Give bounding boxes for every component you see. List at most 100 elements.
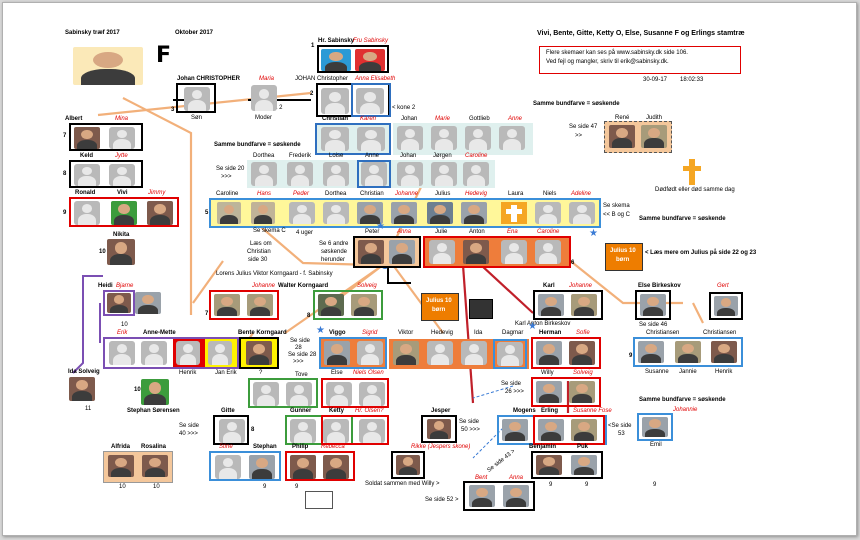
portrait-emil[interactable] xyxy=(642,417,668,437)
portrait-tove-spouse[interactable] xyxy=(253,382,279,406)
portrait-caroline-r[interactable] xyxy=(463,162,489,186)
portrait-adeline[interactable] xyxy=(569,202,595,224)
portrait-anne-mette[interactable] xyxy=(141,341,167,365)
portrait-anna-elisabeth[interactable] xyxy=(356,88,384,114)
portrait-frederik[interactable] xyxy=(287,162,313,186)
portrait-jannie[interactable] xyxy=(675,341,701,363)
portrait-johan-g45[interactable] xyxy=(397,162,423,186)
portrait-tove[interactable] xyxy=(286,382,312,406)
portrait-moder[interactable] xyxy=(251,85,277,111)
portrait-ida[interactable] xyxy=(461,341,487,365)
portrait-niels-olsen[interactable] xyxy=(359,382,385,406)
portrait-mina[interactable] xyxy=(109,127,135,149)
portrait-hedevig2[interactable] xyxy=(427,341,453,365)
portrait-stephan[interactable] xyxy=(141,379,169,405)
portrait-anne-g45[interactable] xyxy=(361,162,387,186)
portrait-nikita[interactable] xyxy=(107,239,135,265)
portrait-bent[interactable] xyxy=(469,485,495,507)
portrait-peter[interactable] xyxy=(358,240,384,264)
portrait-keld[interactable] xyxy=(74,164,100,186)
portrait-alfrida[interactable] xyxy=(108,455,134,477)
portrait-christian[interactable] xyxy=(357,202,383,224)
portrait-ida-solveig[interactable] xyxy=(69,377,95,401)
portrait-solveig-g7[interactable] xyxy=(351,294,377,316)
portrait-dorthea2[interactable] xyxy=(323,202,349,224)
portrait-jytte[interactable] xyxy=(109,164,135,186)
portrait-niels[interactable] xyxy=(535,202,561,224)
portrait-hr-olsen[interactable] xyxy=(359,419,385,443)
portrait-willy[interactable] xyxy=(536,381,562,403)
portrait-hedevig[interactable] xyxy=(461,202,487,224)
portrait-caroline[interactable] xyxy=(217,202,241,224)
portrait-julius[interactable] xyxy=(427,202,453,224)
portrait-johan-christopher[interactable] xyxy=(321,88,349,114)
portrait-sigrid[interactable] xyxy=(357,341,383,365)
portrait-soldat[interactable] xyxy=(396,455,420,475)
portrait-susanne[interactable] xyxy=(638,341,664,363)
portrait-bjarne[interactable] xyxy=(135,292,161,314)
portrait-erling[interactable] xyxy=(538,419,564,441)
portrait-rene[interactable] xyxy=(609,125,635,148)
portrait-jan-erik[interactable] xyxy=(208,341,232,365)
portrait-henrik[interactable] xyxy=(176,341,200,365)
portrait-dagmar[interactable] xyxy=(497,342,523,366)
portrait-heidi[interactable] xyxy=(107,293,131,313)
portrait-gunner[interactable] xyxy=(290,419,316,443)
portrait-ronald[interactable] xyxy=(74,201,100,225)
portrait-gert[interactable] xyxy=(714,296,738,316)
portrait-peder[interactable] xyxy=(289,202,315,224)
portrait-else-b[interactable] xyxy=(640,294,666,316)
portrait-herman[interactable] xyxy=(536,341,562,365)
portrait-henrik2[interactable] xyxy=(711,341,737,363)
portrait-ketty[interactable] xyxy=(323,419,349,443)
portrait-gottlieb[interactable] xyxy=(465,126,491,150)
portrait-johanne-g7[interactable] xyxy=(247,294,273,316)
portrait-fru-sabinsky[interactable] xyxy=(355,49,385,71)
portrait-erik[interactable] xyxy=(109,341,135,365)
portrait-ena[interactable] xyxy=(501,240,527,264)
portrait-julie[interactable] xyxy=(429,240,455,264)
portrait-gitte[interactable] xyxy=(219,419,245,443)
portrait-solveig[interactable] xyxy=(569,381,595,403)
notice-box: Flere skemaer kan ses på www.sabinsky.dk… xyxy=(539,46,741,74)
portrait-bente[interactable] xyxy=(246,341,272,365)
portrait-judith[interactable] xyxy=(641,125,667,148)
portrait-anna[interactable] xyxy=(389,240,415,264)
portrait-anne-g4[interactable] xyxy=(499,126,525,150)
portrait-jimmy[interactable] xyxy=(147,201,173,225)
portrait-sofie[interactable] xyxy=(569,341,595,365)
portrait-dorthea[interactable] xyxy=(251,162,277,186)
portrait-karen[interactable] xyxy=(357,127,385,151)
portrait-loise[interactable] xyxy=(323,162,349,186)
portrait-jesper[interactable] xyxy=(427,419,451,439)
portrait-marie[interactable] xyxy=(431,126,457,150)
portrait-stine[interactable] xyxy=(215,455,241,479)
portrait-lorens[interactable] xyxy=(214,294,240,316)
portrait-johanne[interactable] xyxy=(391,202,417,224)
portrait-stephan2[interactable] xyxy=(249,455,275,479)
portrait-anton[interactable] xyxy=(463,240,489,264)
portrait-rosalina[interactable] xyxy=(142,455,168,477)
portrait-johanne-k[interactable] xyxy=(571,294,597,316)
portrait-viktor[interactable] xyxy=(393,341,419,365)
portrait-albert[interactable] xyxy=(74,127,100,149)
portrait-hans[interactable] xyxy=(251,202,275,224)
portrait-son[interactable] xyxy=(184,87,210,111)
portrait-anna2[interactable] xyxy=(503,485,529,507)
portrait-johan-g4[interactable] xyxy=(397,126,423,150)
portrait-karl[interactable] xyxy=(538,294,564,316)
portrait-walter[interactable] xyxy=(318,294,344,316)
portrait-else[interactable] xyxy=(326,382,352,406)
portrait-christian-g4[interactable] xyxy=(321,127,349,151)
portrait-viggo[interactable] xyxy=(324,341,350,365)
portrait-philip[interactable] xyxy=(290,455,316,479)
portrait-benjamin[interactable] xyxy=(536,455,562,475)
portrait-jorgen[interactable] xyxy=(431,162,457,186)
portrait-mogens[interactable] xyxy=(502,419,528,441)
portrait-hr-sabinsky[interactable] xyxy=(321,49,351,71)
portrait-vivi[interactable] xyxy=(111,201,137,225)
portrait-susanne-fose[interactable] xyxy=(571,419,597,441)
portrait-puk[interactable] xyxy=(571,455,597,475)
portrait-caroline-g6[interactable] xyxy=(535,240,561,264)
portrait-rebecca[interactable] xyxy=(323,455,349,479)
